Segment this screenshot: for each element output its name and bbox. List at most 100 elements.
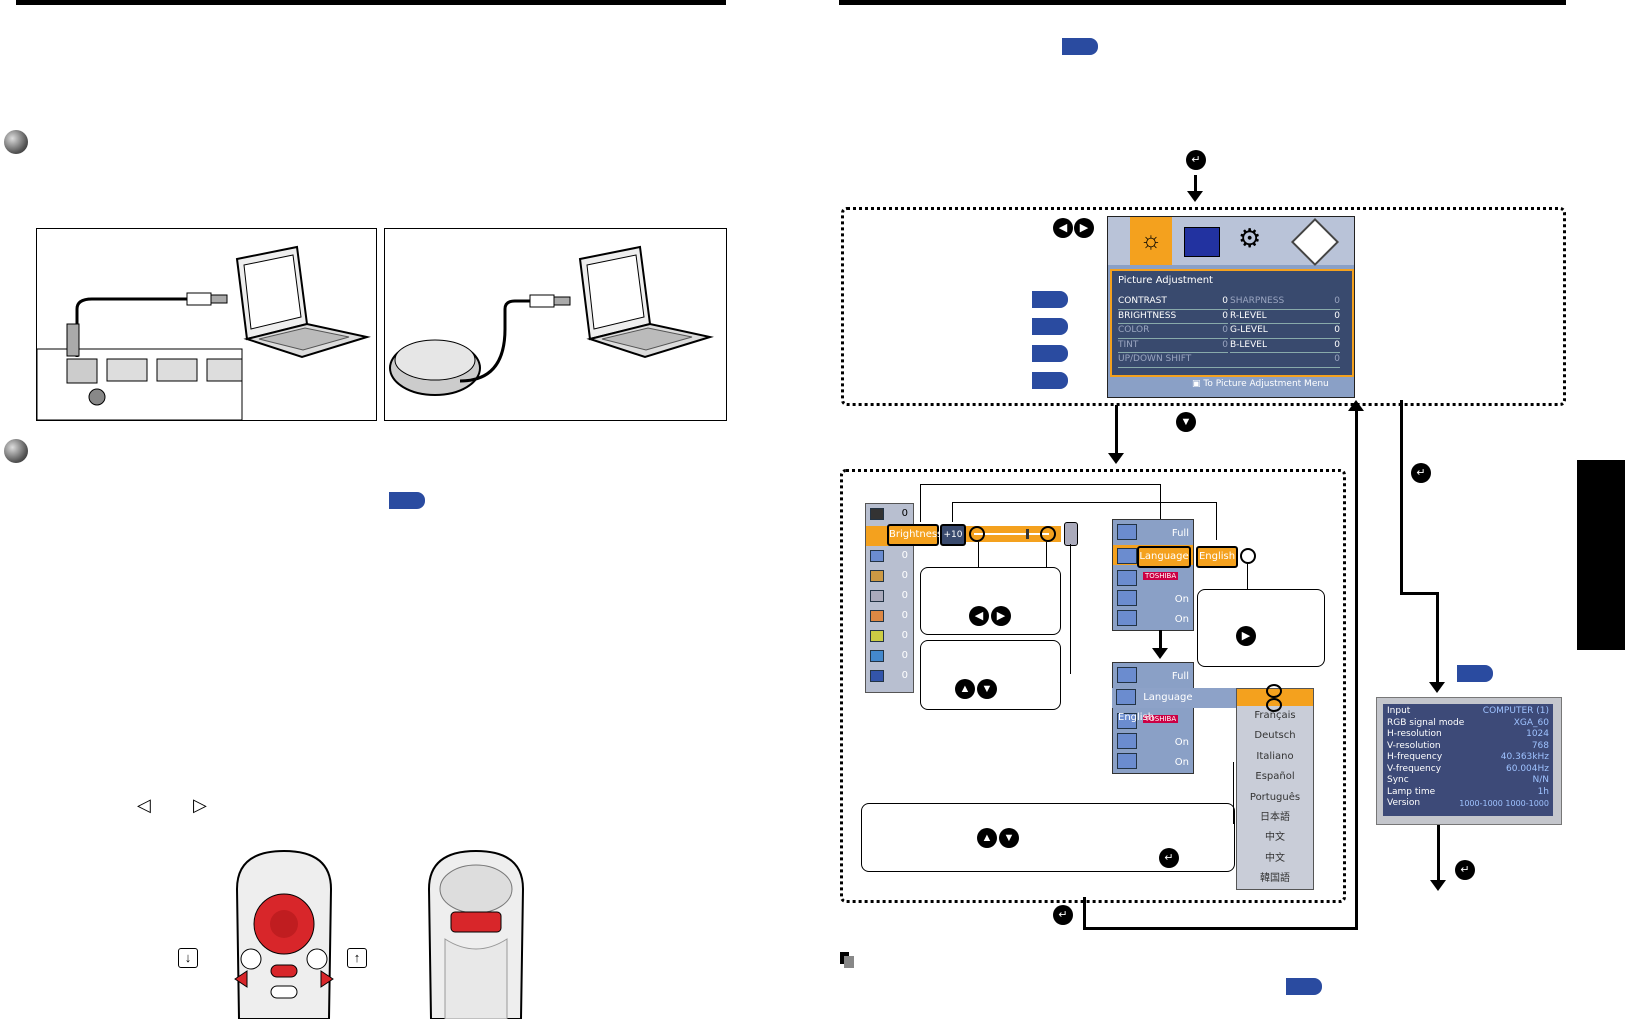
info-hfreq-value: 40.363kHz (1500, 752, 1549, 762)
submenu-value-1: 0 (901, 550, 908, 561)
info-tab[interactable] (1290, 217, 1340, 267)
side-index-tab (1577, 460, 1625, 650)
ref-tag-2 (1032, 318, 1068, 335)
brightness-label-box[interactable]: Brightness (887, 524, 942, 546)
page-forward-icon: ▷ (193, 795, 207, 815)
contrast-label[interactable]: CONTRAST (1118, 296, 1167, 306)
down-button-icon-3: ▼ (999, 828, 1019, 848)
remote-back-illustration (425, 849, 527, 1020)
info-version-value: 1000-1000 1000-1000 (1459, 799, 1549, 808)
language-option[interactable]: Português (1249, 791, 1301, 803)
submenu-row-7[interactable]: 0 (870, 670, 910, 685)
submenu-row-2[interactable]: 0 (870, 570, 910, 585)
pointer-line-2 (1046, 542, 1047, 567)
pointer-line-3 (1070, 544, 1071, 674)
lang2-row-4[interactable]: On (1117, 733, 1189, 752)
g-level-label[interactable]: G-LEVEL (1230, 325, 1268, 335)
lang-row-4-value: On (1174, 594, 1189, 605)
info-vfreq-label: V-frequency (1387, 763, 1442, 774)
lang-row-4[interactable]: On (1117, 590, 1189, 609)
callout-connector (1233, 762, 1234, 824)
ref-tag-3 (1032, 345, 1068, 362)
info-rgb-label: RGB signal mode (1387, 717, 1465, 728)
language-option[interactable]: Français (1254, 710, 1296, 721)
b-level-value: 0 (1334, 339, 1340, 350)
lang-row-3[interactable]: TOSHIBA (1117, 570, 1189, 589)
select-callout: ▲▼ (920, 640, 1061, 710)
language-option[interactable]: 韓国語 (1260, 873, 1290, 885)
lang2-row-3[interactable]: TOSHIBA (1117, 713, 1189, 732)
lang2-row-1[interactable]: Full (1117, 667, 1189, 686)
section-bullet-1 (4, 130, 28, 154)
slider-plus-marker (1040, 526, 1056, 542)
section-bullet-2 (4, 439, 28, 463)
arrow-down-to-submenu-head (1108, 453, 1124, 464)
lang-row-1[interactable]: Full (1117, 524, 1189, 543)
osd-footer[interactable]: ▣ To Picture Adjustment Menu (1192, 379, 1329, 389)
submenu-row-4[interactable]: 0 (870, 610, 910, 625)
page-back-icon: ◁ (137, 795, 151, 815)
return-arrow-up-head (1348, 400, 1364, 411)
brightness-value-box: +10 (940, 524, 966, 546)
lang-arrow-down (1159, 630, 1162, 650)
language-row-expanded[interactable]: Language English (1112, 688, 1236, 723)
info-hfreq-label: H-frequency (1387, 752, 1443, 762)
arrow-down-top-head (1187, 191, 1203, 202)
top-rule-right (839, 0, 1566, 5)
left-button-icon: ◀ (969, 606, 989, 626)
sharpness-value: 0 (1334, 296, 1340, 306)
bracket-line-2 (952, 502, 1217, 503)
lang-row-3-value: TOSHIBA (1143, 572, 1179, 580)
color-label[interactable]: COLOR (1118, 325, 1150, 335)
brightness-value: 0 (1222, 310, 1228, 321)
ref-tag-4 (1032, 372, 1068, 389)
language-option[interactable]: Deutsch (1254, 730, 1296, 742)
english-expand-marker (1240, 548, 1256, 564)
picture-tab[interactable]: ☼ (1130, 217, 1172, 265)
info-exit-line (1437, 825, 1440, 880)
submenu-row-5[interactable]: 0 (870, 630, 910, 645)
language-option[interactable]: 中文 (1265, 852, 1285, 864)
submenu-row-1[interactable]: 0 (870, 550, 910, 565)
info-sync-label: Sync (1387, 775, 1409, 785)
submenu-value-6: 0 (901, 650, 908, 661)
arrow-down-top (1194, 175, 1197, 195)
r-level-label[interactable]: R-LEVEL (1230, 310, 1267, 321)
info-branch-horizontal (1400, 592, 1438, 595)
bracket-line-left (920, 484, 921, 522)
lang-row-5-value: On (1174, 614, 1189, 625)
lang-arrow-down-head (1152, 648, 1168, 659)
info-lamp-value: 1h (1537, 786, 1549, 797)
submenu-row-3[interactable]: 0 (870, 590, 910, 605)
updown-shift-label[interactable]: UP/DOWN SHIFT (1118, 354, 1192, 364)
language-option[interactable]: Español (1255, 771, 1295, 783)
brightness-slider-track[interactable] (966, 526, 1061, 542)
english-value-box[interactable]: English (1196, 546, 1238, 568)
language-options: Français Deutsch Italiano Español Portug… (1237, 706, 1313, 890)
language-option[interactable]: 中文 (1265, 832, 1285, 844)
sharpness-label[interactable]: SHARPNESS (1230, 296, 1285, 306)
submenu-row-0[interactable]: 0 (870, 508, 910, 523)
submenu-value-7: 0 (901, 670, 908, 681)
display-tab[interactable] (1184, 227, 1220, 257)
up-button-icon-2: ▲ (977, 828, 997, 848)
osd-tab-bar: ☼ ⚙ (1108, 217, 1354, 267)
brightness-label[interactable]: BRIGHTNESS (1118, 310, 1177, 321)
down-button-icon: ▼ (1176, 412, 1196, 432)
submenu-row-6[interactable]: 0 (870, 650, 910, 665)
settings-tab[interactable]: ⚙ (1238, 223, 1262, 253)
info-lamp-label: Lamp time (1387, 786, 1436, 797)
slider-handle[interactable] (1026, 529, 1029, 539)
remote-left-key-label: ↓ (178, 948, 198, 968)
language-option[interactable]: 日本語 (1260, 812, 1290, 824)
b-level-label[interactable]: B-LEVEL (1230, 339, 1267, 350)
language-option[interactable]: Italiano (1256, 750, 1294, 762)
enter-icon-info: ↵ (1411, 463, 1431, 483)
tint-label[interactable]: TINT (1118, 339, 1139, 350)
language-label-box[interactable]: Language (1137, 546, 1191, 568)
lang2-row-5[interactable]: On (1117, 753, 1189, 772)
lang-row-5[interactable]: On (1117, 610, 1189, 629)
